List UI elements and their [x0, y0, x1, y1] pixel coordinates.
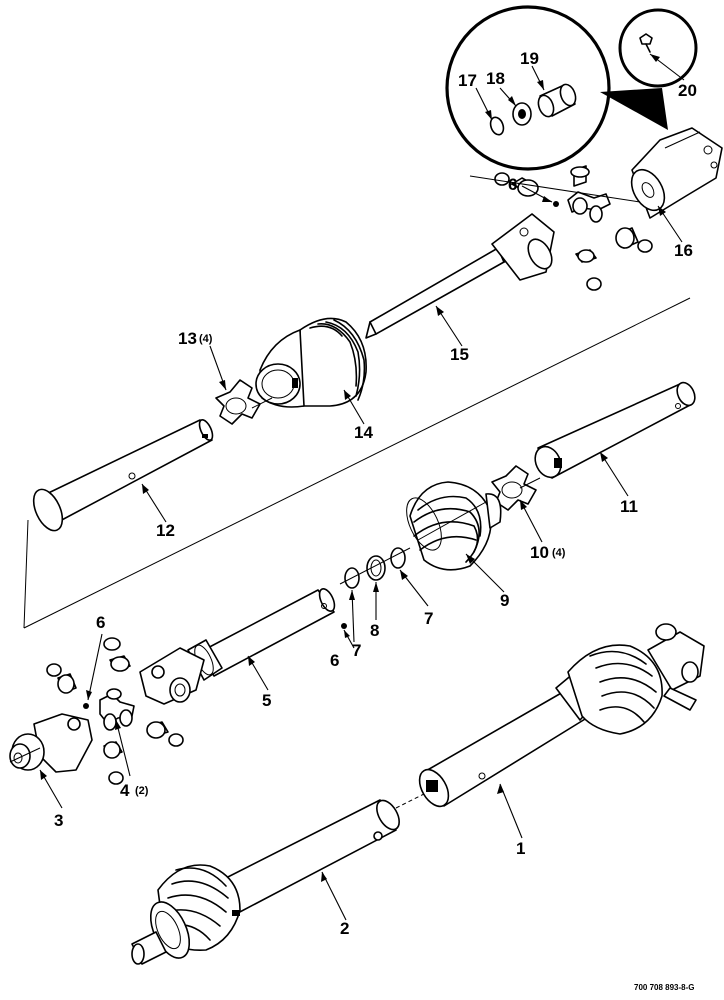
assembled-outer-half: [131, 799, 400, 965]
inner-guard-cone: [406, 481, 502, 571]
callout-14: 14: [354, 423, 373, 442]
callout-8: 8: [370, 621, 379, 640]
inner-guard-tube: [534, 381, 696, 479]
callout-15: 15: [450, 345, 469, 364]
snap-ring-left: [344, 567, 360, 589]
callout-11: 11: [620, 497, 638, 516]
callout-3: 3: [54, 811, 63, 830]
callout-12: 12: [156, 521, 175, 540]
callout-7-left: 7: [352, 641, 361, 660]
callout-13: 13: [178, 329, 197, 348]
end-yoke: [9, 713, 93, 773]
detail-circle-bearing: [445, 5, 611, 171]
callout-18: 18: [486, 69, 505, 88]
lower-cross-and-bearing-set: [46, 637, 184, 785]
outer-guard-tube: [32, 419, 214, 532]
detail-circle-grease-fitting: [618, 8, 698, 88]
outer-guard-cone: [255, 317, 367, 408]
callout-19: 19: [520, 49, 539, 68]
callout-10: 10: [530, 543, 549, 562]
callout-5: 5: [262, 691, 271, 710]
snap-ring-right: [390, 547, 406, 569]
callout-7-right: 7: [424, 609, 433, 628]
callout-4: 4: [120, 781, 130, 800]
callout-1: 1: [516, 839, 525, 858]
callout-17: 17: [458, 71, 477, 90]
callout-16: 16: [674, 241, 693, 260]
inner-profile-shaft: [365, 213, 555, 339]
callout-labels: 1 2 3 4 (2) 5 6 6 6 7 7 8 9 10 (4) 11 12…: [54, 49, 697, 992]
callout-6-left: 6: [96, 613, 105, 632]
assembly-center-lines: [9, 175, 691, 809]
callout-6-upper: 6: [508, 175, 517, 194]
figure-code: 700 708 893-8-G: [634, 983, 695, 992]
callout-9: 9: [500, 591, 509, 610]
inner-shaft-half: [139, 588, 347, 705]
callout-20: 20: [678, 81, 697, 100]
outer-yoke-assembly: [630, 127, 723, 219]
detail-wedge: [600, 88, 668, 130]
upper-bearing-ring: [215, 379, 261, 425]
slide-ring: [366, 555, 386, 581]
callout-2: 2: [340, 919, 349, 938]
leader-lines: [39, 53, 685, 921]
callout-4-qty: (2): [135, 785, 149, 797]
callout-6-middle: 6: [330, 651, 339, 670]
assembled-inner-half: [418, 623, 705, 808]
callout-10-qty: (4): [552, 547, 566, 559]
callout-13-qty: (4): [199, 333, 213, 345]
